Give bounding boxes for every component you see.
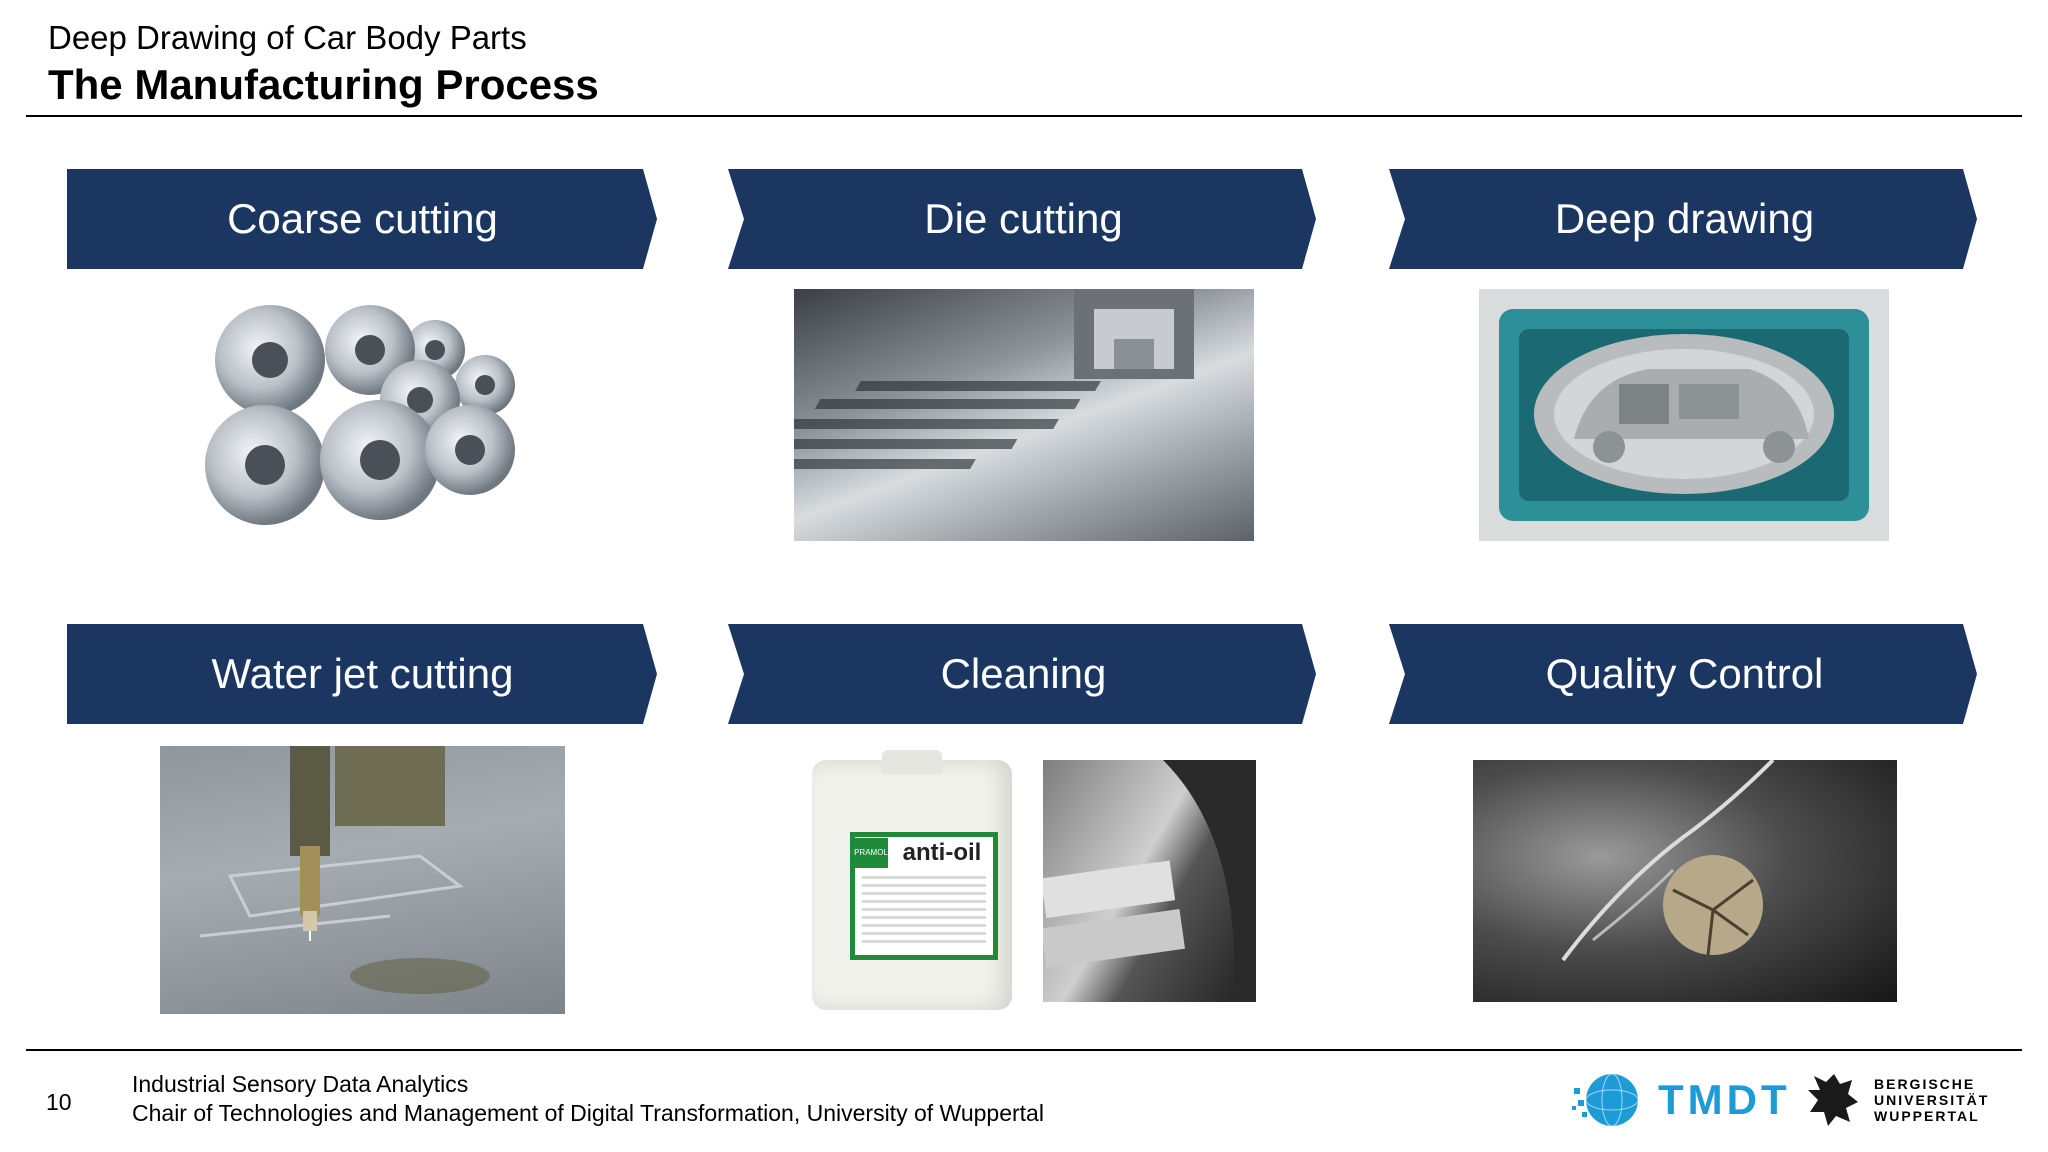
page-number: 10 <box>46 1089 72 1115</box>
step-label: Deep drawing <box>1554 195 1815 242</box>
lion-crest-icon <box>1808 1074 1858 1126</box>
step-label: Coarse cutting <box>227 195 498 242</box>
buw-line-2: UNIVERSITÄT <box>1874 1092 1990 1108</box>
quality-control-image <box>1473 760 1897 1002</box>
step-die-cutting: Die cutting <box>728 169 1316 269</box>
tmdt-wordmark: TMDT <box>1658 1076 1791 1123</box>
step-quality-control: Quality Control <box>1389 624 1977 724</box>
step-label: Water jet cutting <box>211 650 514 697</box>
tmdt-logo: TMDT <box>1572 1070 1792 1130</box>
slide-title: The Manufacturing Process <box>48 61 599 108</box>
buw-logo: BERGISCHE UNIVERSITÄT WUPPERTAL <box>1806 1072 2036 1132</box>
footer-line-1: Industrial Sensory Data Analytics <box>132 1071 469 1097</box>
step-label: Die cutting <box>924 195 1123 242</box>
step-deep-drawing: Deep drawing <box>1389 169 1977 269</box>
footer-divider <box>26 1049 2022 1051</box>
buw-line-3: WUPPERTAL <box>1874 1108 1980 1124</box>
step-coarse-cutting: Coarse cutting <box>67 169 657 269</box>
die-cutting-image <box>794 289 1254 541</box>
buw-line-1: BERGISCHE <box>1874 1076 1976 1092</box>
header-divider <box>26 115 2022 117</box>
step-cleaning: Cleaning <box>728 624 1316 724</box>
globe-icon <box>1572 1073 1639 1127</box>
water-jet-cutting-image <box>160 746 565 1014</box>
slide-subtitle: Deep Drawing of Car Body Parts <box>48 19 527 56</box>
brand-label: PRAMOL <box>854 838 888 868</box>
steel-coils-image <box>205 290 520 535</box>
deep-drawing-image <box>1479 289 1889 541</box>
step-label: Cleaning <box>940 650 1107 697</box>
footer-line-2: Chair of Technologies and Management of … <box>132 1100 1044 1126</box>
anti-oil-canister-image: PRAMOL anti-oil <box>812 750 1012 1010</box>
step-water-jet-cutting: Water jet cutting <box>67 624 657 724</box>
step-label: Quality Control <box>1545 650 1824 697</box>
product-label: anti-oil <box>902 839 982 866</box>
cleaning-brush-image <box>1043 760 1256 1002</box>
